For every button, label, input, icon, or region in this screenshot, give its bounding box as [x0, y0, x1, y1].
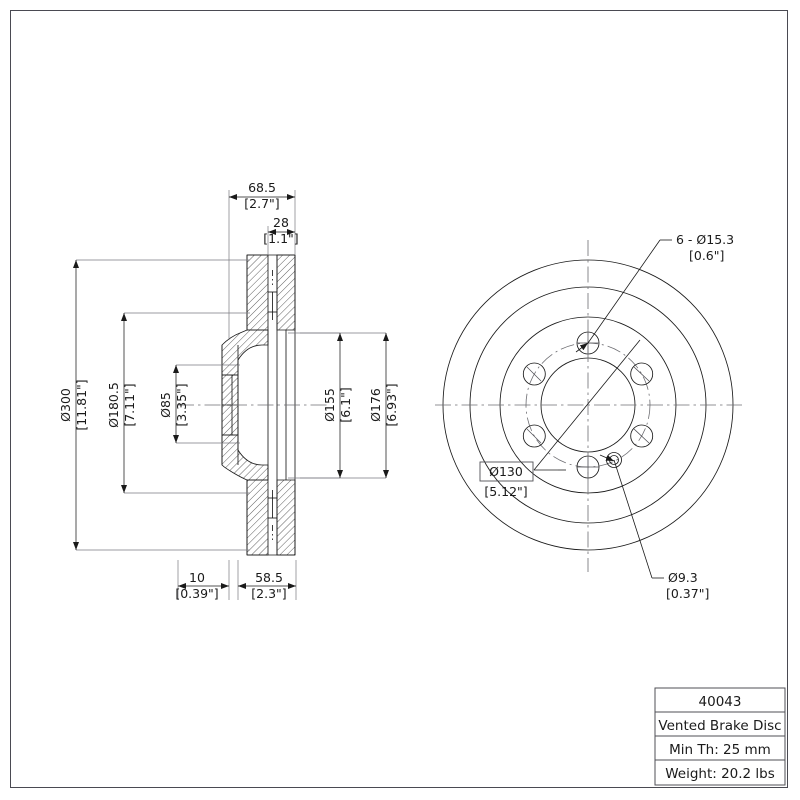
dim-dia-inner-ring-value: Ø155 — [322, 388, 337, 422]
front-view-leaders — [534, 239, 672, 579]
dim-width-rotor-value: 28 — [273, 215, 289, 230]
dim-width-overall-value: 68.5 — [248, 180, 276, 195]
callout-bolt-circle-inch: [5.12"] — [484, 484, 527, 499]
sheet-border — [10, 10, 788, 788]
section-geometry — [221, 254, 296, 556]
dim-width-overall-inch: [2.7"] — [244, 196, 279, 211]
dim-dia-outer-value: Ø300 — [58, 388, 73, 422]
callout-bolt-holes-value: 6 - Ø15.3 — [676, 232, 734, 247]
front-view-geometry — [435, 240, 742, 572]
callout-pin-hole-value: Ø9.3 — [668, 570, 698, 585]
dim-dia-bore-value: Ø85 — [158, 392, 173, 418]
bolt-circle-label-box — [479, 461, 534, 482]
dim-dia-mid-ring-inch: [6.93"] — [384, 383, 399, 426]
dim-offset-depth-value: 58.5 — [255, 570, 283, 585]
title-block-group: 40043 Vented Brake Disc Min Th: 25 mm We… — [654, 687, 786, 786]
callout-bolt-holes-inch: [0.6"] — [689, 248, 724, 263]
dim-dia-bore-inch: [3.35"] — [174, 383, 189, 426]
callout-pin-hole-inch: [0.37"] — [666, 586, 709, 601]
title-weight: Weight: 20.2 lbs — [665, 766, 775, 782]
title-part-number: 40043 — [699, 694, 742, 710]
section-dimension-lines — [73, 190, 389, 600]
dim-dia-outer-inch: [11.81"] — [74, 379, 89, 430]
callout-bolt-circle-value: Ø130 — [489, 464, 523, 479]
dim-dia-inner-ring-inch: [6.1"] — [338, 387, 353, 422]
dim-dia-flange-value: Ø180.5 — [106, 382, 121, 428]
dimension-labels: 68.5 [2.7"] 28 [1.1"] Ø300 [11.81"] Ø180… — [58, 180, 734, 601]
dim-flange-thickness-inch: [0.39"] — [175, 586, 218, 601]
title-part-description: Vented Brake Disc — [658, 718, 781, 734]
dim-flange-thickness-value: 10 — [189, 570, 205, 585]
dim-offset-depth-inch: [2.3"] — [251, 586, 286, 601]
title-min-thickness: Min Th: 25 mm — [669, 742, 771, 758]
dim-dia-flange-inch: [7.11"] — [122, 383, 137, 426]
dim-dia-mid-ring-value: Ø176 — [368, 388, 383, 422]
dim-width-rotor-inch: [1.1"] — [263, 231, 298, 246]
